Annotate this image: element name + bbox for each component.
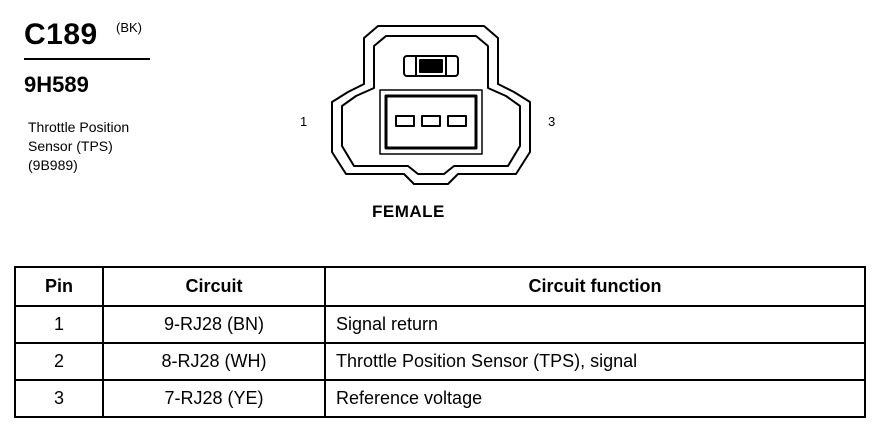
- header-circuit: Circuit: [102, 266, 326, 307]
- header-circuit-function: Circuit function: [324, 266, 866, 307]
- terminal-cavity: [384, 94, 478, 150]
- connector-gender-label: FEMALE: [372, 202, 445, 221]
- circuit-cell: 7-RJ28 (YE): [102, 379, 326, 418]
- description-line: Throttle Position: [28, 119, 130, 135]
- terminal-3: [447, 115, 467, 127]
- function-cell: Throttle Position Sensor (TPS), signal: [324, 342, 866, 381]
- pin-cell: 2: [14, 342, 104, 381]
- circuit-cell: 9-RJ28 (BN): [102, 305, 326, 344]
- function-cell: Signal return: [324, 305, 866, 344]
- terminal-1: [395, 115, 415, 127]
- terminal-2: [421, 115, 441, 127]
- description-line: Sensor (TPS): [28, 138, 113, 154]
- table-row: 2 8-RJ28 (WH) Throttle Position Sensor (…: [14, 342, 866, 381]
- connector-housing-inner: [341, 35, 521, 175]
- pin-cell: 3: [14, 379, 104, 418]
- connector-face-diagram: [331, 25, 531, 185]
- component-description: Throttle Position Sensor (TPS) (9B989): [28, 118, 129, 175]
- pin-1-label: 1: [300, 114, 308, 129]
- connector-housing-outer: [331, 25, 531, 185]
- pinout-table: Pin Circuit Circuit function 1 9-RJ28 (B…: [14, 266, 866, 418]
- connector-latch: [403, 55, 459, 77]
- divider: [24, 58, 150, 60]
- pin-3-label: 3: [548, 114, 556, 129]
- circuit-cell: 8-RJ28 (WH): [102, 342, 326, 381]
- table-header-row: Pin Circuit Circuit function: [14, 266, 866, 307]
- function-cell: Reference voltage: [324, 379, 866, 418]
- connector-code: C189: [24, 18, 98, 51]
- pin-cell: 1: [14, 305, 104, 344]
- part-number: 9H589: [24, 72, 89, 97]
- table-row: 1 9-RJ28 (BN) Signal return: [14, 305, 866, 344]
- connector-color: (BK): [116, 20, 142, 35]
- table-row: 3 7-RJ28 (YE) Reference voltage: [14, 379, 866, 418]
- header-pin: Pin: [14, 266, 104, 307]
- description-line: (9B989): [28, 157, 78, 173]
